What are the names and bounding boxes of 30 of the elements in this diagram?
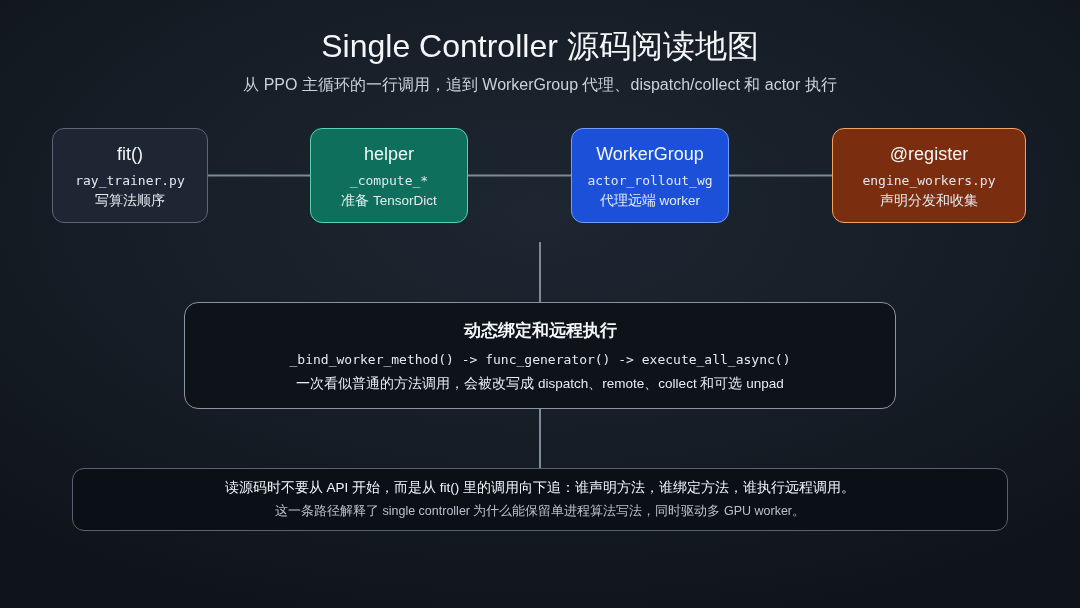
process-box bbox=[310, 128, 468, 223]
process-box bbox=[832, 128, 1026, 223]
note-box bbox=[72, 468, 1008, 531]
box-description: 写算法顺序 bbox=[95, 191, 165, 210]
box-description: 代理远端 worker bbox=[599, 191, 701, 210]
note-text: 这一条路径解释了 single controller 为什么能保留单进程算法写法，同时驱动多 GPU worker。 bbox=[275, 503, 805, 520]
box-title: 动态绑定和远程执行 bbox=[463, 319, 617, 342]
code-label: _compute_* bbox=[349, 171, 429, 190]
subtitle: 从 PPO 主循环的一行调用，追到 WorkerGroup 代理、dispatch/collect 和 actor 执行 bbox=[243, 76, 837, 93]
code-label: ray_trainer.py bbox=[75, 171, 185, 190]
connector-line bbox=[728, 174, 833, 177]
box-title: helper bbox=[363, 142, 414, 166]
diagram-title: Single Controller 源码阅读地图 bbox=[321, 28, 759, 64]
process-box bbox=[571, 128, 729, 223]
code-label: _bind_worker_method() -> func_generator() -> execute_all_async() bbox=[289, 350, 791, 369]
code-label: actor_rollout_wg bbox=[587, 171, 713, 190]
connector-line bbox=[207, 174, 311, 177]
process-box bbox=[52, 128, 208, 223]
box-description: 一次看似普通的方法调用，会被改写成 dispatch、remote、collect 和可选 unpad bbox=[296, 374, 784, 393]
box-title: fit() bbox=[117, 142, 143, 166]
box-title: WorkerGroup bbox=[596, 142, 704, 166]
box-description: 声明分发和收集 bbox=[880, 191, 978, 210]
process-box bbox=[184, 302, 896, 409]
code-label: engine_workers.py bbox=[862, 171, 996, 190]
box-title: @register bbox=[889, 142, 969, 166]
connector-line bbox=[467, 174, 572, 177]
box-description: 准备 TensorDict bbox=[341, 191, 437, 210]
connector-line bbox=[539, 408, 541, 469]
note-text: 读源码时不要从 API 开始，而是从 fit() 里的调用向下追：谁声明方法，谁绑定方法，谁执行远程调用。 bbox=[224, 479, 856, 497]
connector-line bbox=[539, 241, 541, 303]
